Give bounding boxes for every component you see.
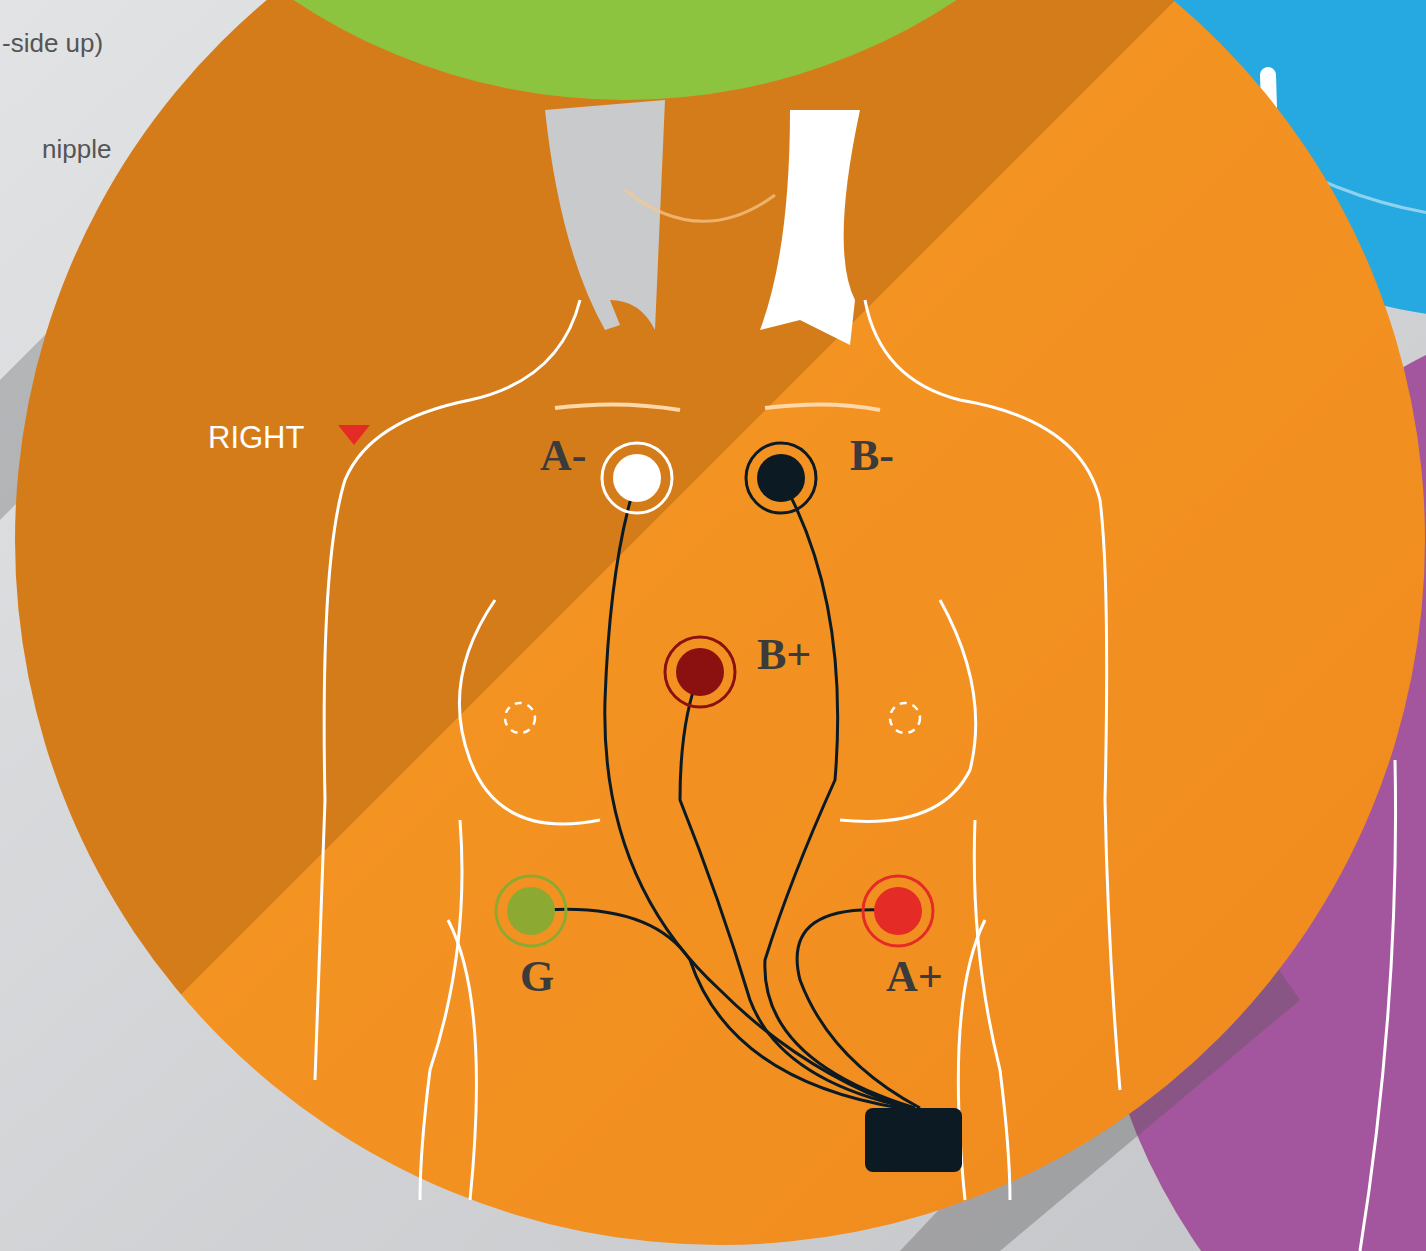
nipple-mark	[505, 703, 535, 733]
electrode-label: B+	[757, 633, 811, 677]
electrode-label: B-	[850, 434, 894, 478]
note-text: -side up)	[2, 30, 103, 56]
electrode-label: A+	[886, 955, 943, 999]
orange-disc	[15, 0, 1425, 1245]
figure-outline	[1360, 760, 1396, 1251]
hair	[545, 100, 665, 330]
collarbone	[555, 404, 880, 410]
green-disc	[25, 0, 1225, 100]
note-text: nipple	[42, 136, 111, 162]
hair	[760, 110, 860, 345]
electrode-label: A-	[540, 434, 586, 478]
chin-line	[625, 190, 775, 221]
electrode	[496, 443, 933, 946]
recorder-box	[865, 1108, 962, 1172]
nipple-mark	[890, 703, 920, 733]
lead-wire	[531, 478, 920, 1108]
side-label: RIGHT	[208, 422, 304, 453]
right-marker	[338, 425, 370, 445]
electrode-label: G	[520, 955, 554, 999]
torso-outline	[315, 300, 1120, 1200]
